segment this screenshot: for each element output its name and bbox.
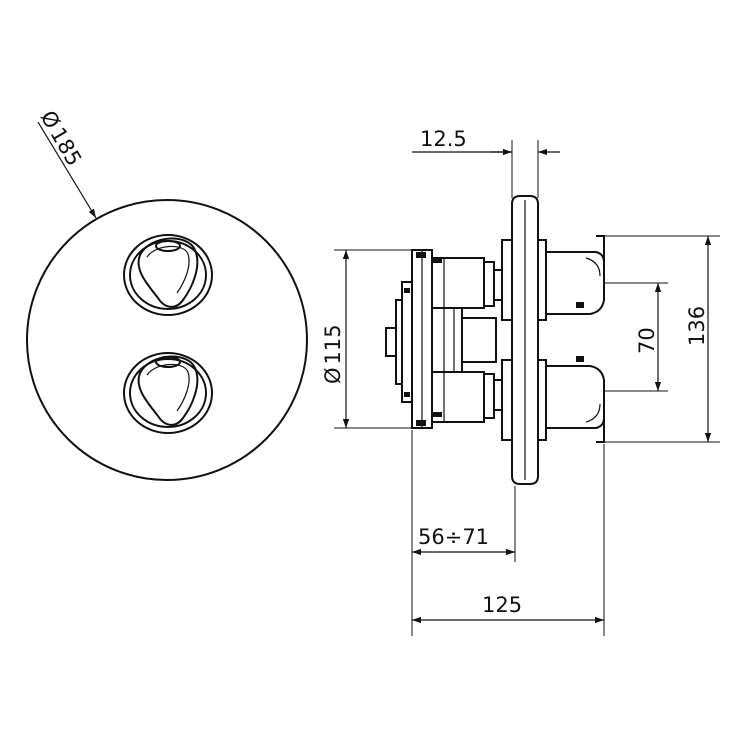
upper-handle (123, 234, 213, 316)
side-view (385, 195, 605, 485)
lower-lever (545, 356, 605, 443)
valve-body (431, 257, 503, 423)
handle-spacing-dimension: 70 (604, 282, 668, 392)
rear-flange (385, 249, 442, 429)
cover-plate-circle (26, 199, 308, 481)
total-height-label: 136 (685, 306, 709, 346)
lower-handle (123, 352, 213, 434)
body-diameter-dimension: Ø115 (321, 249, 412, 429)
depth-range-dimension: 56÷71 (411, 430, 516, 636)
upper-lever (545, 235, 605, 315)
body-diameter-label: Ø115 (321, 324, 345, 384)
handle-spacing-label: 70 (635, 327, 659, 354)
total-height-dimension: 136 (604, 235, 720, 443)
plate-thickness-dimension: 12.5 (412, 127, 560, 198)
front-view: Ø185 (26, 107, 308, 481)
cover-plate-profile (501, 195, 547, 485)
plate-diameter-label: Ø185 (36, 107, 87, 171)
plate-diameter-dimension: Ø185 (36, 107, 97, 219)
total-depth-dimension: 125 (412, 444, 605, 636)
total-depth-label: 125 (482, 593, 522, 617)
plate-thickness-label: 12.5 (420, 127, 467, 151)
depth-range-label: 56÷71 (418, 525, 489, 549)
